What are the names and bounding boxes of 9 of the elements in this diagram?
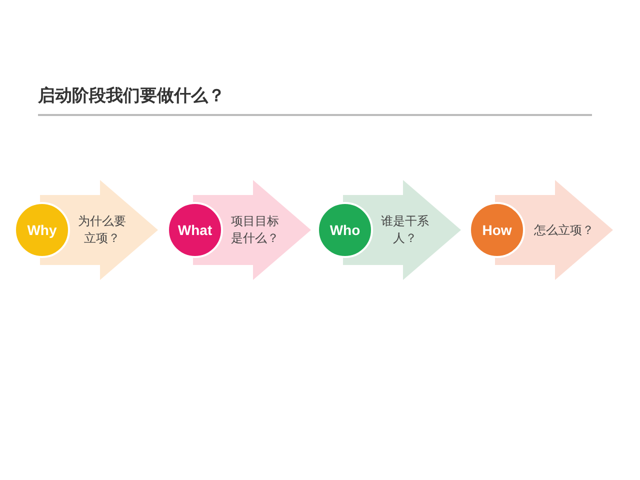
keyword-circle: Why [14,202,70,258]
question-text: 谁是干系人？ [380,213,430,247]
question-text: 怎么立项？ [533,222,595,238]
keyword-circle: What [167,202,223,258]
question-text: 为什么要立项？ [77,213,127,247]
keyword-circle: How [469,202,525,258]
title: 启动阶段我们要做什么？ [38,85,225,107]
keyword-circle: Who [317,202,373,258]
question-text: 项目目标是什么？ [230,213,280,247]
